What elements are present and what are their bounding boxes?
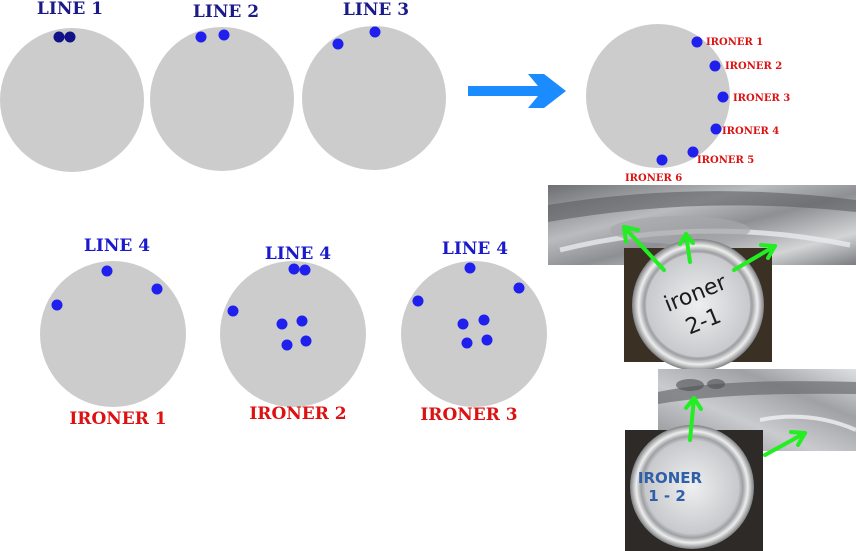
defect-dot (687, 146, 699, 158)
defect-dot (710, 123, 722, 135)
defect-dot (296, 315, 308, 327)
ironer-5-label: IRONER 5 (697, 155, 754, 166)
ironer-1-label: IRONER 1 (706, 37, 763, 48)
defect-dot (64, 31, 76, 43)
defect-dot (218, 29, 230, 41)
defect-dot (457, 318, 469, 330)
defect-dot (412, 295, 424, 307)
disc-ironer-3-line-label: LINE 4 (442, 239, 508, 259)
defect-dot (369, 26, 381, 38)
defect-dot (51, 299, 63, 311)
disc-line-3-label: LINE 3 (343, 0, 409, 20)
disc-ironer-3-label: IRONER 3 (420, 405, 517, 425)
disc-line-1-label: LINE 1 (37, 0, 103, 19)
ironer-4-label: IRONER 4 (722, 126, 779, 137)
photo-can-ironer-1-2: IRONER 1 - 2 (625, 425, 763, 551)
defect-dot (299, 264, 311, 276)
disc-line-3: LINE 3 (302, 0, 446, 170)
defect-dot (717, 91, 729, 103)
defect-dot (481, 334, 493, 346)
defect-dot (656, 154, 668, 166)
disc-summary: IRONER 1 IRONER 2 IRONER 3 IRONER 4 IRON… (586, 24, 790, 184)
disc-line-4-ironer-3: LINE 4 IRONER 3 (401, 239, 547, 425)
disc-ironer-2-label: IRONER 2 (249, 404, 346, 424)
defect-dot (478, 314, 490, 326)
defect-dot (513, 282, 525, 294)
defect-dot (464, 262, 476, 274)
disc-ironer-1-line-label: LINE 4 (84, 236, 150, 256)
disc-line-4-ironer-2: LINE 4 IRONER 2 (220, 244, 366, 424)
defect-dot (691, 36, 703, 48)
defect-dot (276, 318, 288, 330)
disc-line-2: LINE 2 (150, 2, 294, 171)
disc-line-1: LINE 1 (0, 0, 144, 172)
defect-dot (709, 60, 721, 72)
defect-dot (288, 263, 300, 275)
ironer-3-label: IRONER 3 (733, 93, 790, 104)
disc-line-4-ironer-1: LINE 4 IRONER 1 (40, 236, 186, 429)
ironer-6-label: IRONER 6 (625, 173, 682, 184)
green-arrow-icon (684, 396, 807, 457)
ironer-2-label: IRONER 2 (725, 61, 782, 72)
disc-ironer-2-line-label: LINE 4 (265, 244, 331, 264)
green-arrow-icon (622, 225, 777, 272)
defect-dot (300, 335, 312, 347)
defect-dot (461, 337, 473, 349)
defect-dot (227, 305, 239, 317)
defect-dot (53, 31, 65, 43)
defect-dot (101, 265, 113, 277)
disc-line-2-label: LINE 2 (193, 2, 259, 22)
defect-dot (281, 339, 293, 351)
right-arrow-icon (468, 74, 566, 108)
defect-dot (332, 38, 344, 50)
defect-dot (195, 31, 207, 43)
can-label-line-1: IRONER (638, 469, 703, 487)
photo-can-ironer-2-1: ironer 2-1 (624, 239, 772, 371)
can-label-line-2: 1 - 2 (648, 487, 686, 505)
disc-ironer-1-label: IRONER 1 (69, 409, 166, 429)
defect-dot (151, 283, 163, 295)
